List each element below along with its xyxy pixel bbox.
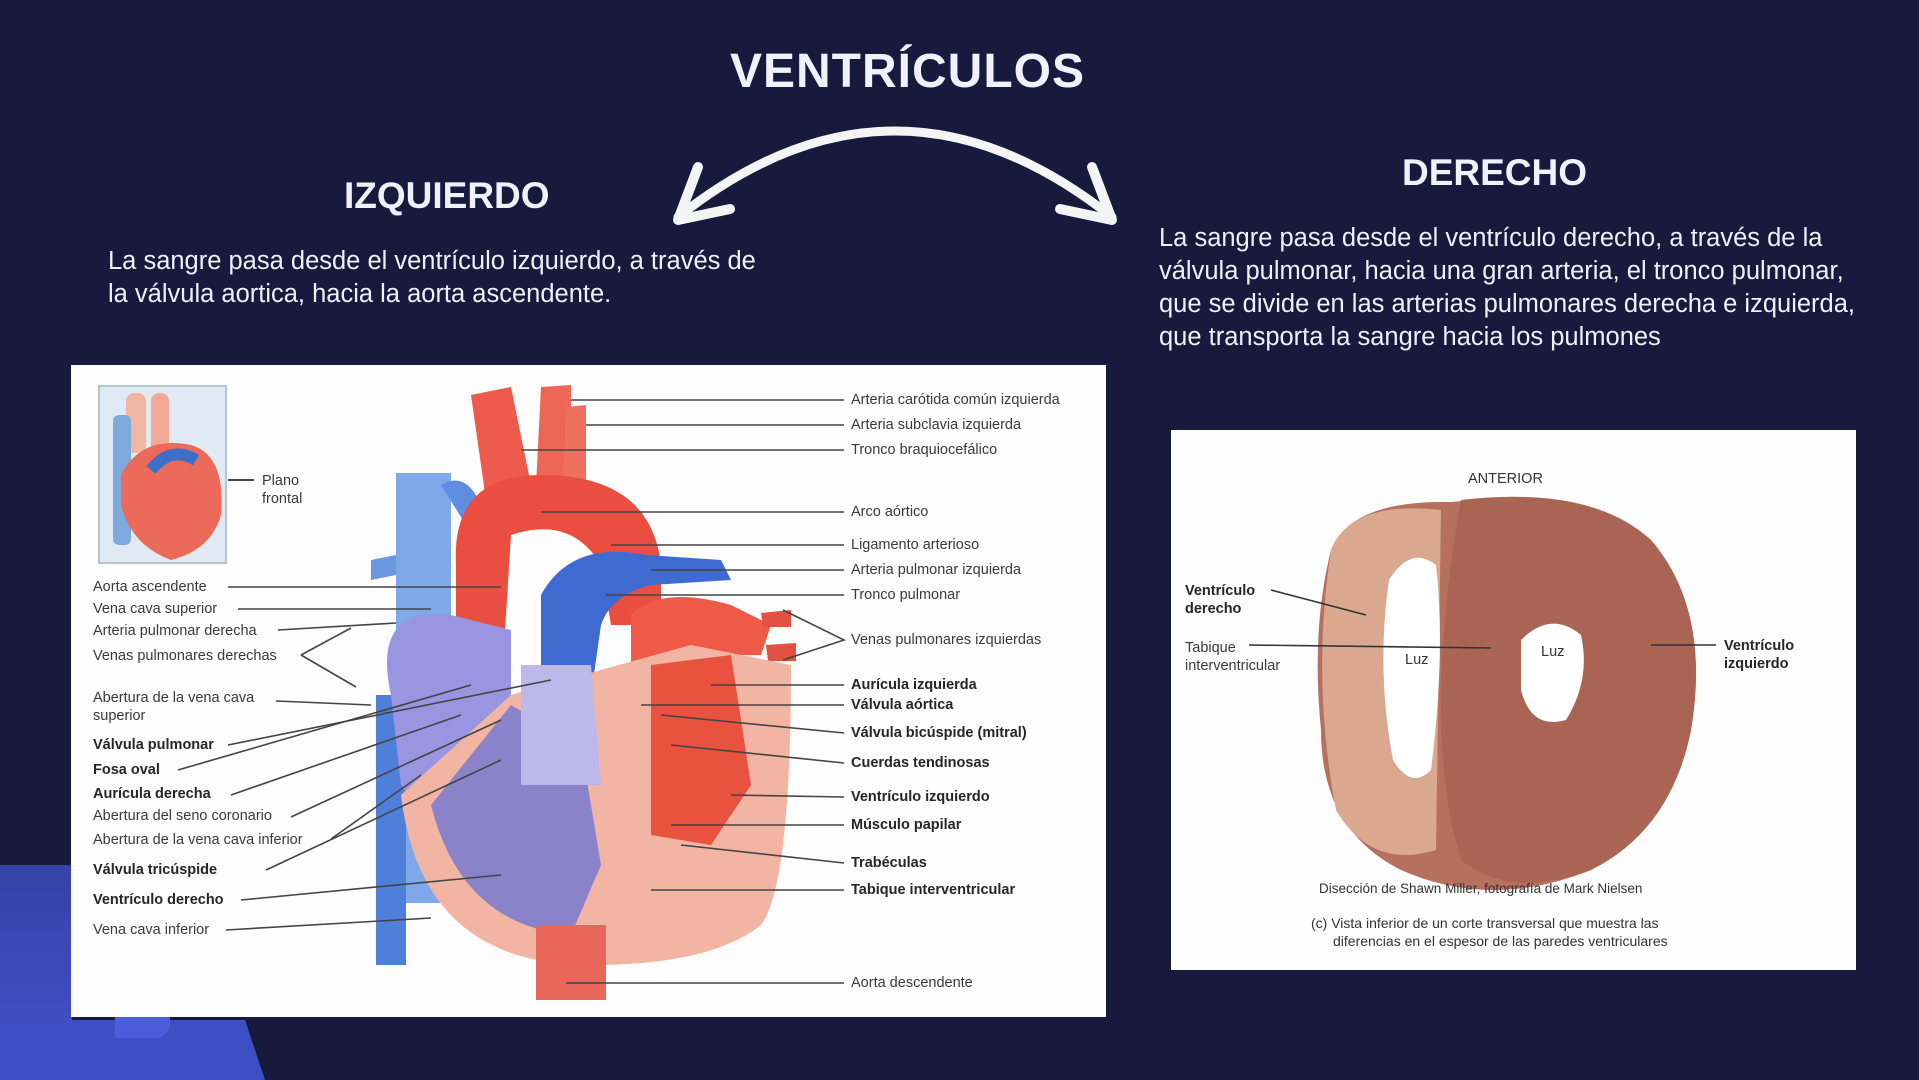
heart-illustration [98, 385, 847, 1000]
label-venas-pulmonares-izquierdas: Venas pulmonares izquierdas [851, 632, 1042, 648]
label-valvula-aortica: Válvula aórtica [851, 697, 954, 713]
label-aorta-ascendente: Aorta ascendente [93, 579, 207, 595]
label-musculo-papilar: Músculo papilar [851, 817, 962, 833]
label-ventriculo-izquierdo-cs: Ventrículo izquierdo [1724, 638, 1795, 672]
plano-frontal-label: Plano frontal [262, 473, 303, 507]
label-auricula-izquierda: Aurícula izquierda [851, 677, 977, 693]
label-tabique-interventricular: Tabique interventricular [851, 882, 1016, 898]
label-valvula-tricuspide: Válvula tricúspide [93, 862, 218, 878]
label-vena-cava-superior: Vena cava superior [93, 601, 218, 617]
ventricle-cross-section: ANTERIOR Ventrículo derecho Tabique inte… [1171, 430, 1856, 970]
photo-credit: Disección de Shawn Miller, fotografía de… [1319, 881, 1643, 896]
double-arrow-icon [673, 126, 1117, 225]
inset-label: Plano frontal [262, 472, 302, 508]
label-arco-aortico: Arco aórtico [851, 504, 929, 520]
anterior-label: ANTERIOR [1468, 471, 1543, 487]
right-heading: DERECHO [1402, 152, 1588, 193]
label-fosa-oval: Fosa oval [93, 762, 160, 778]
label-ventriculo-izquierdo: Ventrículo izquierdo [851, 789, 990, 805]
cross-section-photo [1248, 496, 1716, 890]
left-heading: IZQUIERDO [344, 175, 550, 216]
caption-line-1: (c) Vista inferior de un corte transvers… [1311, 915, 1659, 931]
label-arteria-carotida: Arteria carótida común izquierda [851, 392, 1060, 408]
label-ventriculo-derecho-cs: Ventrículo derecho [1185, 583, 1256, 617]
heart-diagram: Plano frontal Aorta ascendente Vena cava… [71, 365, 1106, 1017]
label-cuerdas-tendinosas: Cuerdas tendinosas [851, 755, 990, 771]
label-arteria-pulmonar-izquierda: Arteria pulmonar izquierda [851, 562, 1022, 578]
label-abertura-seno-coronario: Abertura del seno coronario [93, 808, 272, 824]
label-arteria-pulmonar-derecha: Arteria pulmonar derecha [93, 623, 257, 639]
label-auricula-derecha: Aurícula derecha [93, 786, 211, 802]
label-trabeculas: Trabéculas [851, 855, 927, 871]
right-description: La sangre pasa desde el ventrículo derec… [1159, 224, 1855, 351]
label-arteria-subclavia: Arteria subclavia izquierda [851, 417, 1022, 433]
label-vena-cava-inferior: Vena cava inferior [93, 922, 210, 938]
label-abertura-vena-cava-superior: Abertura de la vena cava superior [93, 690, 255, 724]
label-venas-pulmonares-derechas: Venas pulmonares derechas [93, 648, 277, 664]
label-abertura-vena-cava-inferior: Abertura de la vena cava inferior [93, 832, 303, 848]
label-tronco-pulmonar: Tronco pulmonar [851, 587, 961, 603]
left-description: La sangre pasa desde el ventrículo izqui… [108, 247, 756, 308]
label-valvula-pulmonar: Válvula pulmonar [93, 737, 214, 753]
label-tronco-braquiocefalico: Tronco braquiocefálico [851, 442, 998, 458]
label-luz-left: Luz [1541, 644, 1565, 660]
slide-title: VENTRÍCULOS [729, 45, 1085, 98]
label-luz-right: Luz [1405, 652, 1429, 668]
label-ligamento-arterioso: Ligamento arterioso [851, 537, 980, 553]
label-tabique-cs: Tabique interventricular [1185, 640, 1281, 674]
label-valvula-bicuspide: Válvula bicúspide (mitral) [851, 725, 1027, 741]
caption-line-2: diferencias en el espesor de las paredes… [1333, 933, 1668, 949]
label-ventriculo-derecho: Ventrículo derecho [93, 892, 224, 908]
label-aorta-descendente: Aorta descendente [851, 975, 973, 991]
